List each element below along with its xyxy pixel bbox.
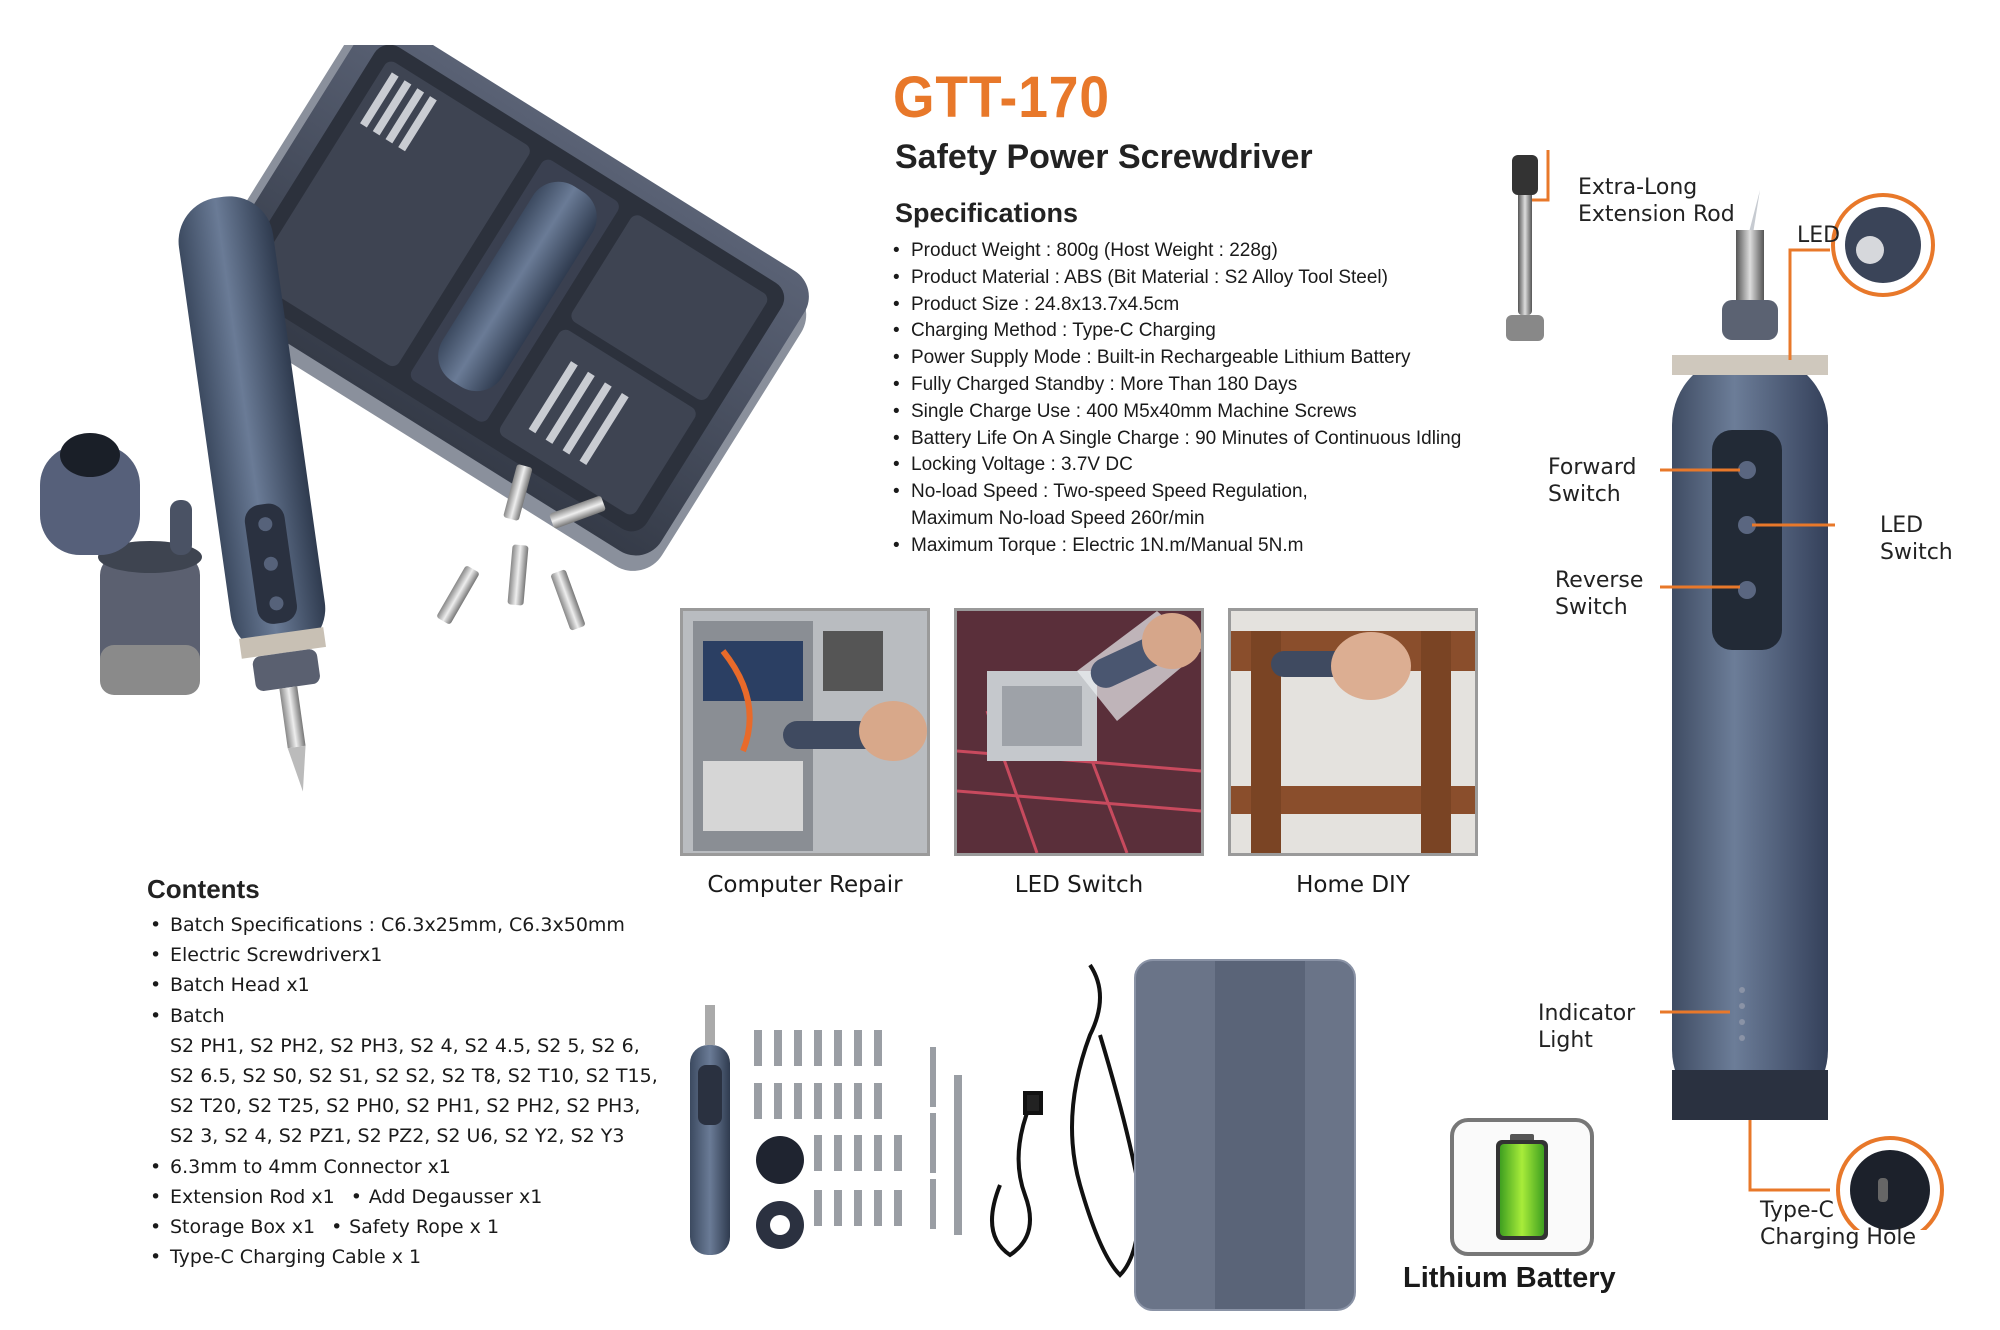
hero-product-image: [40, 45, 809, 792]
callout-indicator-light: Indicator Light: [1538, 1001, 1636, 1053]
usage-photo-led-switch: [954, 608, 1204, 856]
kit-screwdriver: [690, 1005, 730, 1255]
led-switch-button: [1738, 516, 1756, 534]
spec-item: Product Material : ABS (Bit Material : S…: [893, 265, 1533, 292]
spec-item: Product Size : 24.8x13.7x4.5cm: [893, 292, 1533, 319]
contents-item: Storage Box x1 Safety Rope x 1: [150, 1212, 710, 1242]
led-zoom-circle: [1831, 193, 1935, 297]
callout-reverse-switch: Reverse Switch: [1555, 568, 1644, 620]
specifications-list: Product Weight : 800g (Host Weight : 228…: [893, 238, 1533, 560]
contents-heading: Contents: [147, 874, 260, 904]
contents-item-right: Add Degausser x1: [351, 1182, 543, 1212]
tool-body: [1672, 355, 1828, 1120]
spec-item: Maximum Torque : Electric 1N.m/Manual 5N…: [893, 533, 1533, 560]
extension-rod: [1506, 155, 1544, 341]
battery-frame: [1450, 1118, 1594, 1256]
storage-box: [199, 45, 809, 571]
callout-forward-switch: Forward Switch: [1548, 455, 1637, 507]
contents-item-right: Safety Rope x 1: [331, 1212, 499, 1242]
contents-item: Batch Specifications : C6.3x25mm, C6.3x5…: [150, 910, 710, 940]
callout-led-switch: LED Switch: [1880, 513, 1953, 565]
usage-caption: Computer Repair: [707, 872, 903, 898]
spec-item: Battery Life On A Single Charge : 90 Min…: [893, 426, 1533, 453]
contents-item-left: Extension Rod x1: [170, 1185, 335, 1208]
spec-item: Single Charge Use : 400 M5x40mm Machine …: [893, 399, 1533, 426]
typec-zoom-circle: [1836, 1136, 1944, 1230]
spec-item: Fully Charged Standby : More Than 180 Da…: [893, 372, 1533, 399]
battery-label: Lithium Battery: [1403, 1262, 1616, 1294]
callout-led: LED: [1797, 223, 1841, 248]
usage-caption: Home DIY: [1296, 872, 1410, 898]
callout-extension-rod: Extra-Long Extension Rod: [1578, 175, 1735, 227]
indicator-dots: [1739, 987, 1745, 1041]
usage-photo-computer-repair: [680, 608, 930, 856]
kit-bit-holder: [756, 1136, 804, 1184]
spec-item: Charging Method : Type-C Charging: [893, 318, 1533, 345]
spec-item: Power Supply Mode : Built-in Rechargeabl…: [893, 345, 1533, 372]
model-number: GTT-170: [893, 65, 1110, 130]
spec-item: Locking Voltage : 3.7V DC: [893, 452, 1533, 479]
forward-switch-button: [1738, 461, 1756, 479]
annotated-screwdriver: [1506, 150, 1944, 1230]
kit-cable: [990, 963, 1143, 1278]
contents-item: Type-C Charging Cable x 1: [150, 1242, 710, 1272]
contents-list: Batch Specifications : C6.3x25mm, C6.3x5…: [150, 910, 710, 1273]
spec-item: No-load Speed : Two-speed Speed Regulati…: [893, 479, 1533, 533]
contents-item: Extension Rod x1 Add Degausser x1: [150, 1182, 710, 1212]
usage-photo-home-diy: [1228, 608, 1478, 856]
callout-typec-hole: Type-C Charging Hole: [1760, 1198, 1917, 1250]
contents-item: Batch S2 PH1, S2 PH2, S2 PH3, S2 4, S2 4…: [150, 1001, 710, 1152]
usage-caption: LED Switch: [1014, 872, 1144, 898]
contents-item: 6.3mm to 4mm Connector x1: [150, 1152, 710, 1182]
battery-icon: [1496, 1134, 1548, 1240]
contents-item: Electric Screwdriverx1: [150, 940, 710, 970]
loose-bits: [437, 464, 606, 631]
specifications-heading: Specifications: [895, 198, 1079, 228]
contents-item-left: Storage Box x1: [170, 1216, 316, 1239]
product-title: Safety Power Screwdriver: [895, 138, 1313, 176]
kit-storage-box: [1134, 959, 1356, 1311]
kit-contents-image: [690, 959, 1356, 1311]
button-panel: [1712, 430, 1782, 650]
reverse-switch-button: [1738, 581, 1756, 599]
contents-item: Batch Head x1: [150, 970, 710, 1000]
screwdriver-main: [178, 196, 327, 792]
bit-holder: [40, 433, 202, 695]
spec-item: Product Weight : 800g (Host Weight : 228…: [893, 238, 1533, 265]
kit-bits: [754, 1030, 962, 1235]
